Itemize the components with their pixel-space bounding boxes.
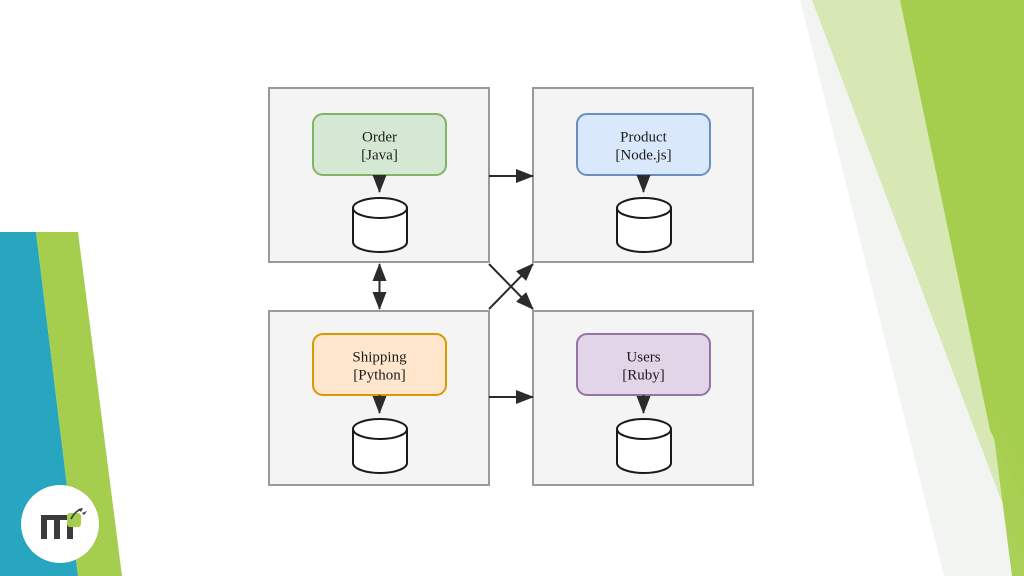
database-users-icon[interactable]	[616, 418, 672, 474]
service-product-label-line1: Product	[620, 129, 667, 145]
service-product-label-line2: [Node.js]	[615, 147, 671, 163]
service-users-label-line1: Users	[626, 349, 660, 365]
service-order-label-line1: Order	[362, 129, 397, 145]
company-logo-icon	[41, 508, 87, 539]
container-shipping[interactable]: Shipping [Python]	[268, 310, 490, 486]
database-shipping-icon[interactable]	[352, 418, 408, 474]
database-order-icon[interactable]	[352, 197, 408, 253]
service-users-label-line2: [Ruby]	[622, 367, 665, 383]
container-product[interactable]: Product [Node.js]	[532, 87, 754, 263]
container-order[interactable]: Order [Java]	[268, 87, 490, 263]
service-shipping-label-line1: Shipping	[352, 349, 407, 365]
logo-badge[interactable]	[21, 485, 99, 563]
service-shipping-label-line2: [Python]	[353, 367, 406, 383]
logo-sprout-icon	[67, 508, 87, 527]
edge-order-to-users[interactable]	[488, 263, 534, 310]
container-users[interactable]: Users [Ruby]	[532, 310, 754, 486]
service-order-label-line2: [Java]	[361, 147, 398, 163]
database-product-icon[interactable]	[616, 197, 672, 253]
